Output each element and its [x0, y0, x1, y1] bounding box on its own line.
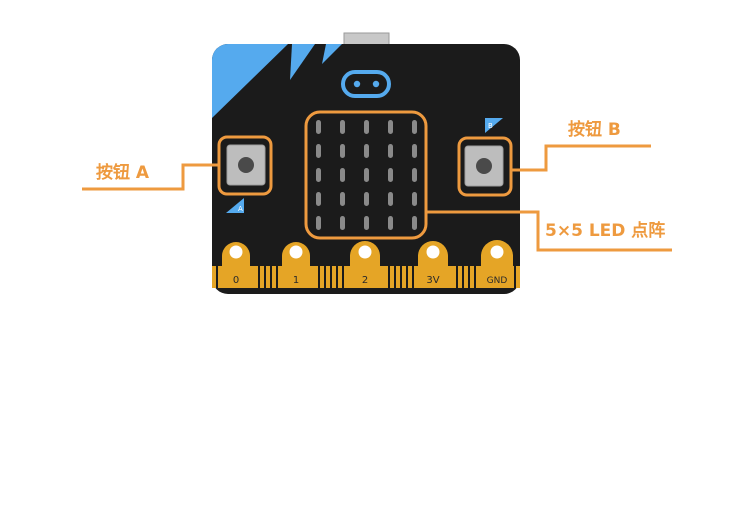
- led-2-1: [340, 168, 345, 182]
- button-a-tag-shape: [226, 198, 244, 213]
- led-0-0: [316, 120, 321, 134]
- led-3-1: [340, 192, 345, 206]
- button-a[interactable]: [226, 144, 266, 186]
- led-4-0: [316, 216, 321, 230]
- led-2-3: [388, 168, 393, 182]
- leader-line-button-a: [82, 163, 219, 191]
- highlight-button-b: [457, 136, 513, 197]
- pin-0[interactable]: [222, 242, 250, 288]
- corner-graphic: [212, 44, 342, 118]
- callout-button-a: 按钮 A: [96, 163, 150, 183]
- pin-label-1: 1: [293, 275, 299, 286]
- led-4-1: [340, 216, 345, 230]
- edge-connector-ridges: [216, 266, 516, 288]
- pin-label-gnd: GND: [487, 276, 508, 286]
- led-2-0: [316, 168, 321, 182]
- pin-label-0: 0: [233, 275, 239, 286]
- pin-2[interactable]: [350, 241, 380, 288]
- logo-dot-left: [353, 80, 361, 88]
- microbit-logo: [341, 70, 391, 98]
- led-1-2: [364, 144, 369, 158]
- button-a-tag: A: [238, 205, 243, 213]
- pin-gnd[interactable]: [481, 240, 513, 288]
- pin-label-3v: 3V: [426, 275, 439, 286]
- led-4-4: [412, 216, 417, 230]
- led-3-2: [364, 192, 369, 206]
- led-0-4: [412, 120, 417, 134]
- led-2-4: [412, 168, 417, 182]
- led-1-3: [388, 144, 393, 158]
- button-b[interactable]: [464, 145, 504, 187]
- led-1-1: [340, 144, 345, 158]
- button-b-tag: B: [488, 122, 493, 130]
- led-0-1: [340, 120, 345, 134]
- led-1-4: [412, 144, 417, 158]
- leader-line-led-matrix: [426, 210, 672, 252]
- led-1-0: [316, 144, 321, 158]
- logo-dot-right: [372, 80, 380, 88]
- led-3-0: [316, 192, 321, 206]
- led-3-3: [388, 192, 393, 206]
- pin-1[interactable]: [282, 242, 310, 288]
- led-0-2: [364, 120, 369, 134]
- pin-3v[interactable]: [418, 241, 448, 288]
- led-0-3: [388, 120, 393, 134]
- led-2-2: [364, 168, 369, 182]
- led-4-2: [364, 216, 369, 230]
- button-b-tag-shape: [485, 118, 503, 133]
- callout-led-matrix: 5×5 LED 点阵: [545, 221, 666, 241]
- led-matrix: [316, 120, 417, 230]
- led-4-3: [388, 216, 393, 230]
- highlight-led-matrix: [304, 110, 428, 240]
- callout-button-b: 按钮 B: [568, 120, 621, 140]
- leader-line-button-b: [511, 144, 651, 172]
- led-3-4: [412, 192, 417, 206]
- pin-label-2: 2: [362, 275, 368, 286]
